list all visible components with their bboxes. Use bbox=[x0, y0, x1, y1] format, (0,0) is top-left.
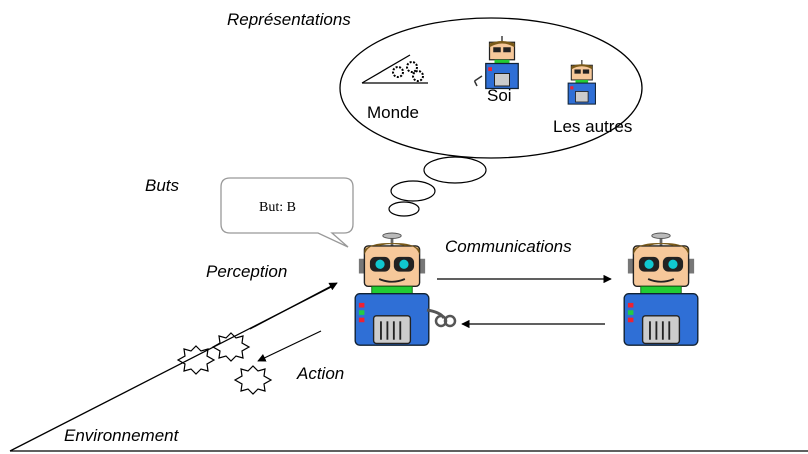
action-label: Action bbox=[297, 364, 345, 383]
robot-agent-icon bbox=[353, 231, 431, 347]
communications-label: Communications bbox=[445, 237, 572, 256]
goal-text: But: B bbox=[259, 200, 296, 215]
environment-slope-line bbox=[9, 286, 332, 452]
environnement-label: Environnement bbox=[64, 426, 179, 445]
perception-label: Perception bbox=[206, 262, 288, 281]
action-arrow bbox=[257, 330, 322, 362]
thought-bubble-small bbox=[388, 201, 420, 217]
representations-title: Représentations bbox=[227, 10, 351, 29]
thought-bubble-large bbox=[423, 156, 487, 184]
object-star-icon bbox=[212, 332, 250, 362]
robot-other-agent-icon bbox=[622, 231, 700, 347]
robot-self-small-icon bbox=[473, 35, 520, 90]
les-autres-label: Les autres bbox=[553, 117, 633, 136]
robot-claw-icon bbox=[426, 308, 457, 328]
world-gears-icon bbox=[361, 54, 428, 84]
buts-label: Buts bbox=[145, 176, 180, 195]
goal-speech-bubble bbox=[220, 177, 354, 248]
object-star-icon bbox=[234, 365, 272, 395]
soi-label: Soi bbox=[487, 86, 512, 105]
monde-label: Monde bbox=[367, 103, 419, 122]
thought-bubble-medium bbox=[390, 180, 436, 202]
